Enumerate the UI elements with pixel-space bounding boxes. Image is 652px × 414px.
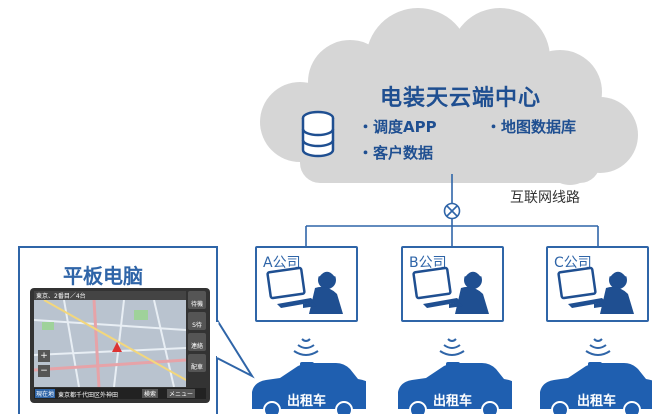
dispatcher-icon <box>412 266 489 314</box>
zoom-out-button[interactable]: − <box>38 365 50 377</box>
taxi-label: 出租车 <box>433 394 473 409</box>
taxi-label: 出租车 <box>287 394 327 409</box>
map-view <box>34 300 186 387</box>
side-button-s-standby[interactable]: S待 <box>188 312 206 330</box>
network-label: 互联网线路 <box>510 190 580 206</box>
taxi-icon <box>540 362 652 414</box>
company-label: C公司 <box>554 255 592 271</box>
side-button-dispatch[interactable]: 配車 <box>188 354 206 372</box>
tablet-device: 東京、2番目／4台 + − 待機 S待 連絡 配車 現在地 東京都千代田区外神田… <box>30 288 210 403</box>
company-box-a: A公司 <box>255 246 358 322</box>
wireless-signal-icon <box>439 338 465 356</box>
dispatcher-icon <box>266 266 343 314</box>
address-text: 東京都千代田区外神田 <box>58 392 119 399</box>
side-button-contact[interactable]: 連絡 <box>188 333 206 351</box>
side-button-standby[interactable]: 待機 <box>188 291 206 309</box>
menu-button[interactable]: メニュー <box>167 389 196 398</box>
taxi-icon <box>252 362 366 414</box>
company-label: A公司 <box>263 255 301 271</box>
callout-pointer <box>216 319 255 379</box>
zoom-controls: + − <box>38 350 50 378</box>
tablet-bottom-bar: 現在地 東京都千代田区外神田 検索 メニュー <box>34 388 206 399</box>
wireless-signal-icon <box>293 338 319 356</box>
tablet-status-text: 東京、2番目／4台 <box>36 293 86 300</box>
network-junction-icon <box>443 202 461 220</box>
company-box-c: C公司 <box>546 246 649 322</box>
tablet-status-bar: 東京、2番目／4台 <box>34 291 186 300</box>
taxi-label: 出租车 <box>577 394 617 409</box>
cloud-title: 电装天云端中心 <box>380 86 542 111</box>
current-location-button[interactable]: 現在地 <box>35 389 56 398</box>
taxi-icon <box>398 362 512 414</box>
cloud-item-dispatch-app: ・调度APP <box>358 118 437 136</box>
dispatcher-icon <box>557 266 634 314</box>
search-button[interactable]: 検索 <box>142 389 159 398</box>
tablet-title: 平板电脑 <box>63 264 143 288</box>
wireless-signal-icon <box>585 338 611 356</box>
zoom-in-button[interactable]: + <box>38 350 50 362</box>
cloud-item-customer-data: ・客户数据 <box>358 144 434 162</box>
company-label: B公司 <box>409 255 447 271</box>
cloud-item-map-database: ・地图数据库 <box>486 118 577 136</box>
company-box-b: B公司 <box>401 246 504 322</box>
tablet-side-buttons: 待機 S待 連絡 配車 <box>188 291 206 391</box>
database-icon <box>301 110 335 158</box>
